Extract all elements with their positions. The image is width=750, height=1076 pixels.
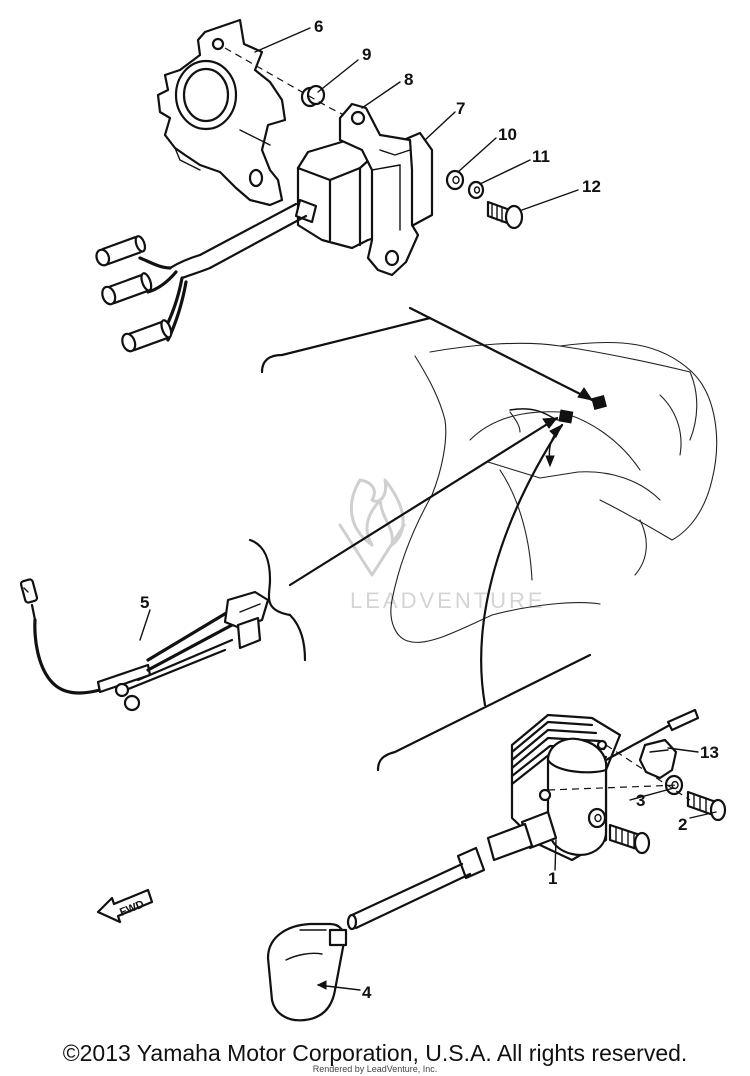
callout-5: 5 xyxy=(140,593,149,612)
ignition-assembly xyxy=(266,708,727,1022)
wire-harness xyxy=(19,578,270,712)
snowmobile-outline xyxy=(390,341,718,643)
washer-plain xyxy=(445,169,465,191)
coil-connectors xyxy=(95,235,173,353)
callout-numbers: 6 9 8 7 10 11 12 5 13 3 2 1 4 xyxy=(140,17,719,1002)
group-brackets xyxy=(248,316,592,772)
wire-clamp xyxy=(638,738,678,780)
harness-terminal xyxy=(19,578,39,604)
ring-terminal xyxy=(114,682,141,712)
callout-12: 12 xyxy=(582,177,601,196)
callout-13: 13 xyxy=(700,743,719,762)
callout-10: 10 xyxy=(498,125,517,144)
callout-3: 3 xyxy=(636,791,645,810)
callout-6: 6 xyxy=(314,17,323,36)
top-assembly xyxy=(95,18,579,353)
callout-8: 8 xyxy=(404,70,413,89)
mounting-bracket xyxy=(156,18,287,207)
callout-11: 11 xyxy=(532,147,550,166)
pan-head-screw xyxy=(486,200,524,230)
coil-lead-wires xyxy=(138,198,318,342)
rendered-by-credit: Rendered by LeadVenture, Inc. xyxy=(312,1064,438,1074)
callout-7: 7 xyxy=(456,99,465,118)
bolt xyxy=(686,790,727,822)
copyright-notice: ©2013 Yamaha Motor Corporation, U.S.A. A… xyxy=(62,1040,688,1066)
harness-coupler xyxy=(223,590,270,650)
callout-1: 1 xyxy=(548,869,557,888)
group-leader-lines xyxy=(288,306,594,707)
watermark-text: LEADVENTURE xyxy=(350,588,546,613)
high-tension-cord xyxy=(346,810,558,931)
callout-9: 9 xyxy=(362,45,371,64)
washer xyxy=(587,807,607,829)
fwd-arrow-icon: FWD xyxy=(96,888,154,924)
watermark-logo: LEADVENTURE xyxy=(338,478,546,613)
washer-spring xyxy=(467,180,485,200)
bolt xyxy=(608,823,651,855)
source-coil xyxy=(296,102,434,277)
callout-4: 4 xyxy=(362,983,372,1002)
callout-2: 2 xyxy=(678,815,687,834)
spark-plug-cap xyxy=(266,922,348,1022)
